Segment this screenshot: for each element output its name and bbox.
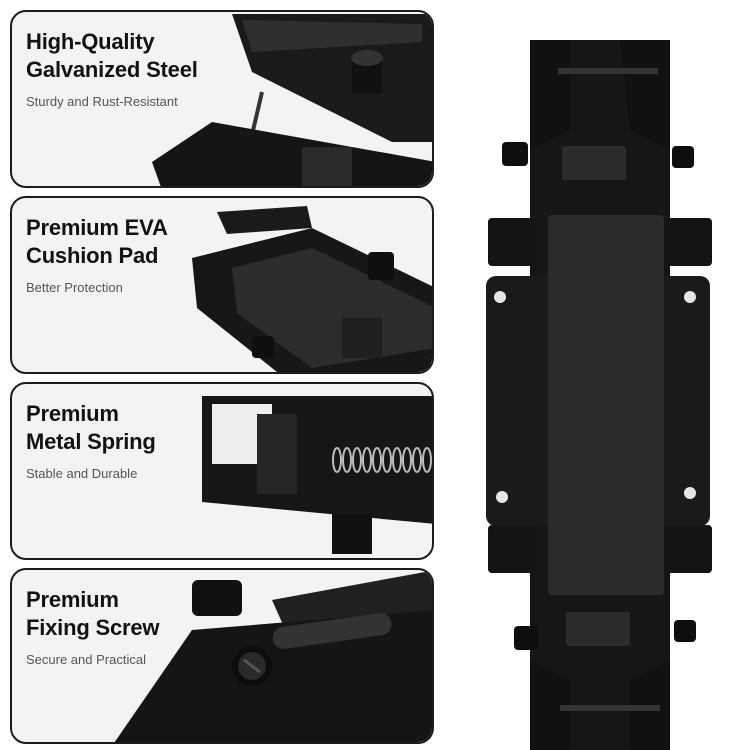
feature-title: Premium Metal Spring bbox=[26, 401, 156, 454]
feature-title: Premium Fixing Screw bbox=[26, 587, 160, 640]
feature-text: Premium EVA Cushion Pad Better Protectio… bbox=[26, 214, 168, 295]
feature-subtitle: Sturdy and Rust-Resistant bbox=[26, 94, 178, 109]
feature-subtitle: Better Protection bbox=[26, 280, 123, 295]
cushion-pad-closeup-image bbox=[192, 206, 432, 372]
feature-title: High-Quality Galvanized Steel bbox=[26, 29, 198, 82]
feature-card-screw: Premium Fixing Screw Secure and Practica… bbox=[10, 568, 434, 744]
feature-card-cushion: Premium EVA Cushion Pad Better Protectio… bbox=[10, 196, 434, 374]
feature-card-spring: Premium Metal Spring Stable and Durable bbox=[10, 382, 434, 560]
steel-bracket-closeup-image bbox=[152, 14, 432, 186]
feature-text: High-Quality Galvanized Steel Sturdy and… bbox=[26, 28, 198, 109]
feature-text: Premium Metal Spring Stable and Durable bbox=[26, 400, 156, 481]
cpu-mount-bracket-image bbox=[486, 40, 712, 750]
feature-text: Premium Fixing Screw Secure and Practica… bbox=[26, 586, 160, 667]
metal-spring-closeup-image bbox=[202, 396, 432, 554]
feature-subtitle: Secure and Practical bbox=[26, 652, 146, 667]
feature-card-steel: High-Quality Galvanized Steel Sturdy and… bbox=[10, 10, 434, 188]
feature-subtitle: Stable and Durable bbox=[26, 466, 138, 481]
feature-title: Premium EVA Cushion Pad bbox=[26, 215, 168, 268]
fixing-screw-closeup-image bbox=[114, 570, 432, 742]
